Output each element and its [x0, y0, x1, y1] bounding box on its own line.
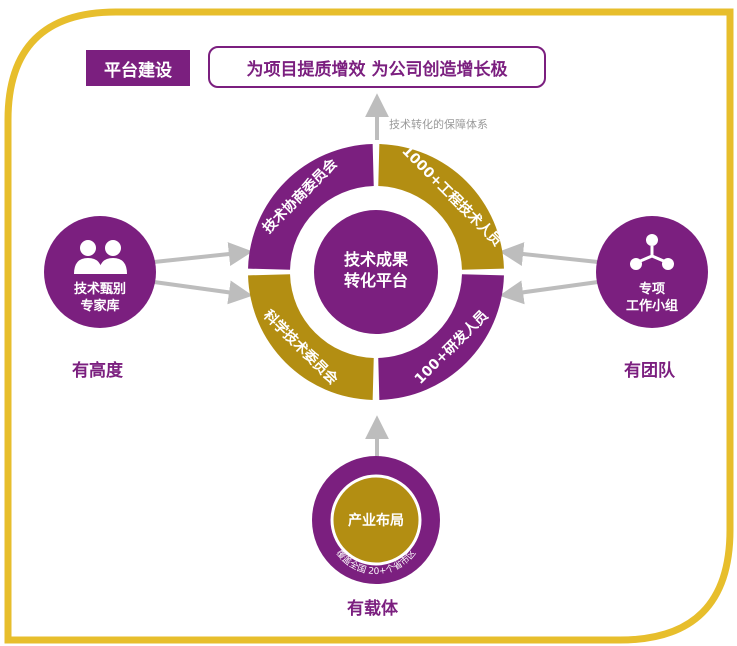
right-node-circle	[596, 216, 708, 328]
goal-box: 为项目提质增效 为公司创造增长极	[208, 46, 546, 88]
right-node-label: 专项 工作小组	[607, 282, 697, 316]
arrow-left-top	[153, 242, 253, 266]
ring-segment	[248, 274, 374, 400]
left-node-label: 技术甄别 专家库	[55, 282, 145, 316]
ring-segment	[248, 144, 374, 270]
center-line2: 转化平台	[343, 270, 408, 290]
center-label: 技术成果 转化平台	[326, 250, 426, 292]
right-line1: 专项	[638, 282, 665, 297]
left-caption: 有高度	[72, 361, 123, 381]
arrow-label: 技术转化的保障体系	[389, 118, 488, 131]
bottom-node-inner	[330, 474, 422, 566]
ring-segment	[378, 144, 504, 270]
arrow-right-bottom	[499, 280, 599, 305]
team-network-icon	[630, 234, 674, 270]
left-line2: 专家库	[80, 298, 120, 314]
platform-badge: 平台建设	[86, 50, 190, 86]
right-caption: 有团队	[624, 361, 675, 381]
center-line1: 技术成果	[343, 250, 408, 269]
left-line1: 技术甄别	[73, 282, 126, 297]
bottom-caption: 有载体	[347, 599, 398, 619]
bottom-inner-label: 产业布局	[348, 513, 404, 529]
right-line2: 工作小组	[625, 298, 678, 314]
center-circle	[314, 210, 438, 334]
arrow-right-top	[499, 242, 599, 266]
people-icon	[74, 240, 127, 274]
arrow-left-bottom	[153, 280, 253, 305]
frame-border	[4, 8, 734, 644]
ring-segment	[378, 274, 504, 400]
